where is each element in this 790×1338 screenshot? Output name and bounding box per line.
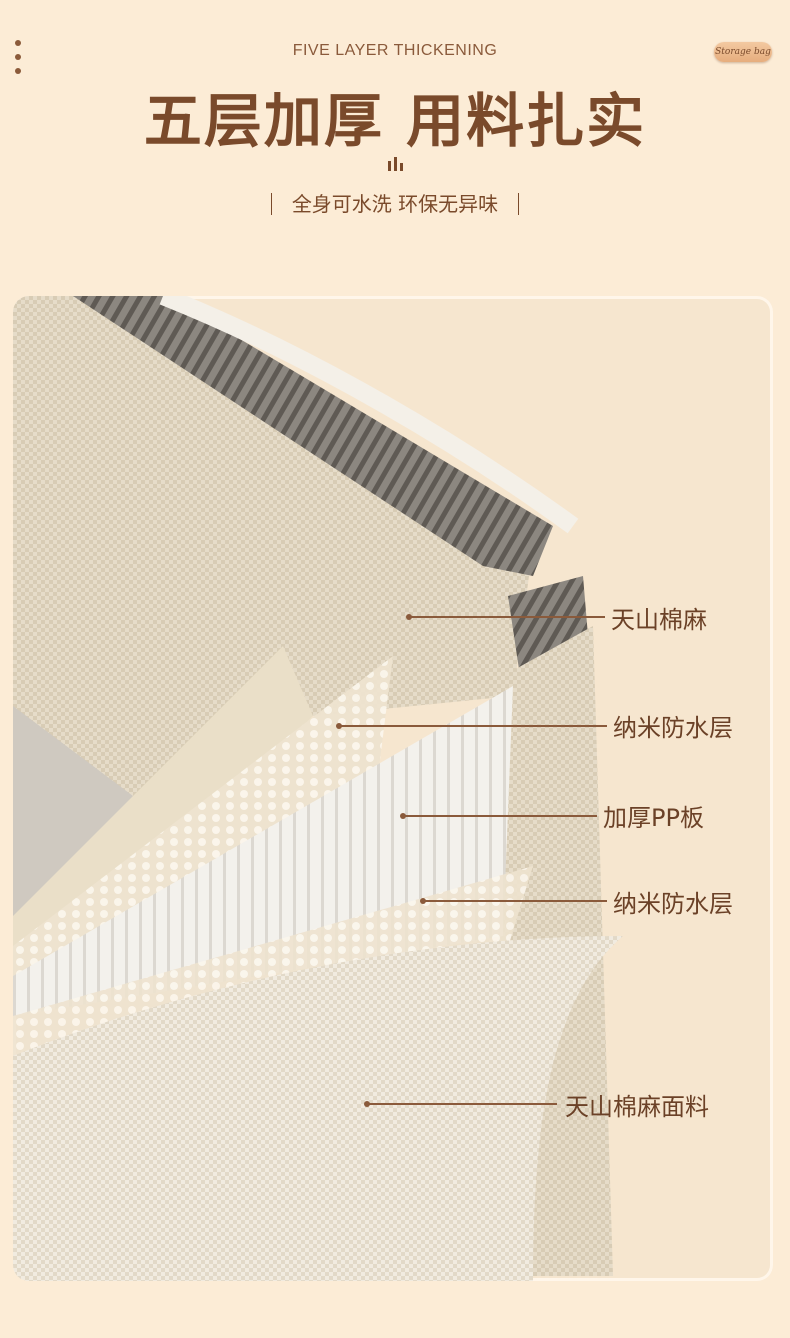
leader-line-4 [420,898,607,904]
layer-cross-section-image: 天山棉麻 纳米防水层 加厚PP板 纳米防水层 天山棉麻面料 [13,296,773,1281]
layer-label-5: 天山棉麻面料 [565,1093,709,1121]
layer-label-4: 纳米防水层 [613,890,733,918]
tagline: 全身可水洗 环保无异味 [270,193,520,215]
leader-line-3 [400,813,597,819]
page-title: 五层加厚 用料扎实 [143,87,647,155]
layer-label-1: 天山棉麻 [611,606,707,634]
leader-line-5 [364,1101,557,1107]
leader-line-1 [406,614,605,620]
menu-dots-icon[interactable] [12,40,24,76]
leader-line-2 [336,723,607,729]
layer-label-3: 加厚PP板 [603,804,704,832]
subtitle-english: FIVE LAYER THICKENING [292,42,498,59]
bars-icon [388,157,404,171]
fabric-layers-illustration [13,296,623,1281]
brand-logo: Storage bag [714,42,772,62]
layer-label-2: 纳米防水层 [613,714,733,742]
